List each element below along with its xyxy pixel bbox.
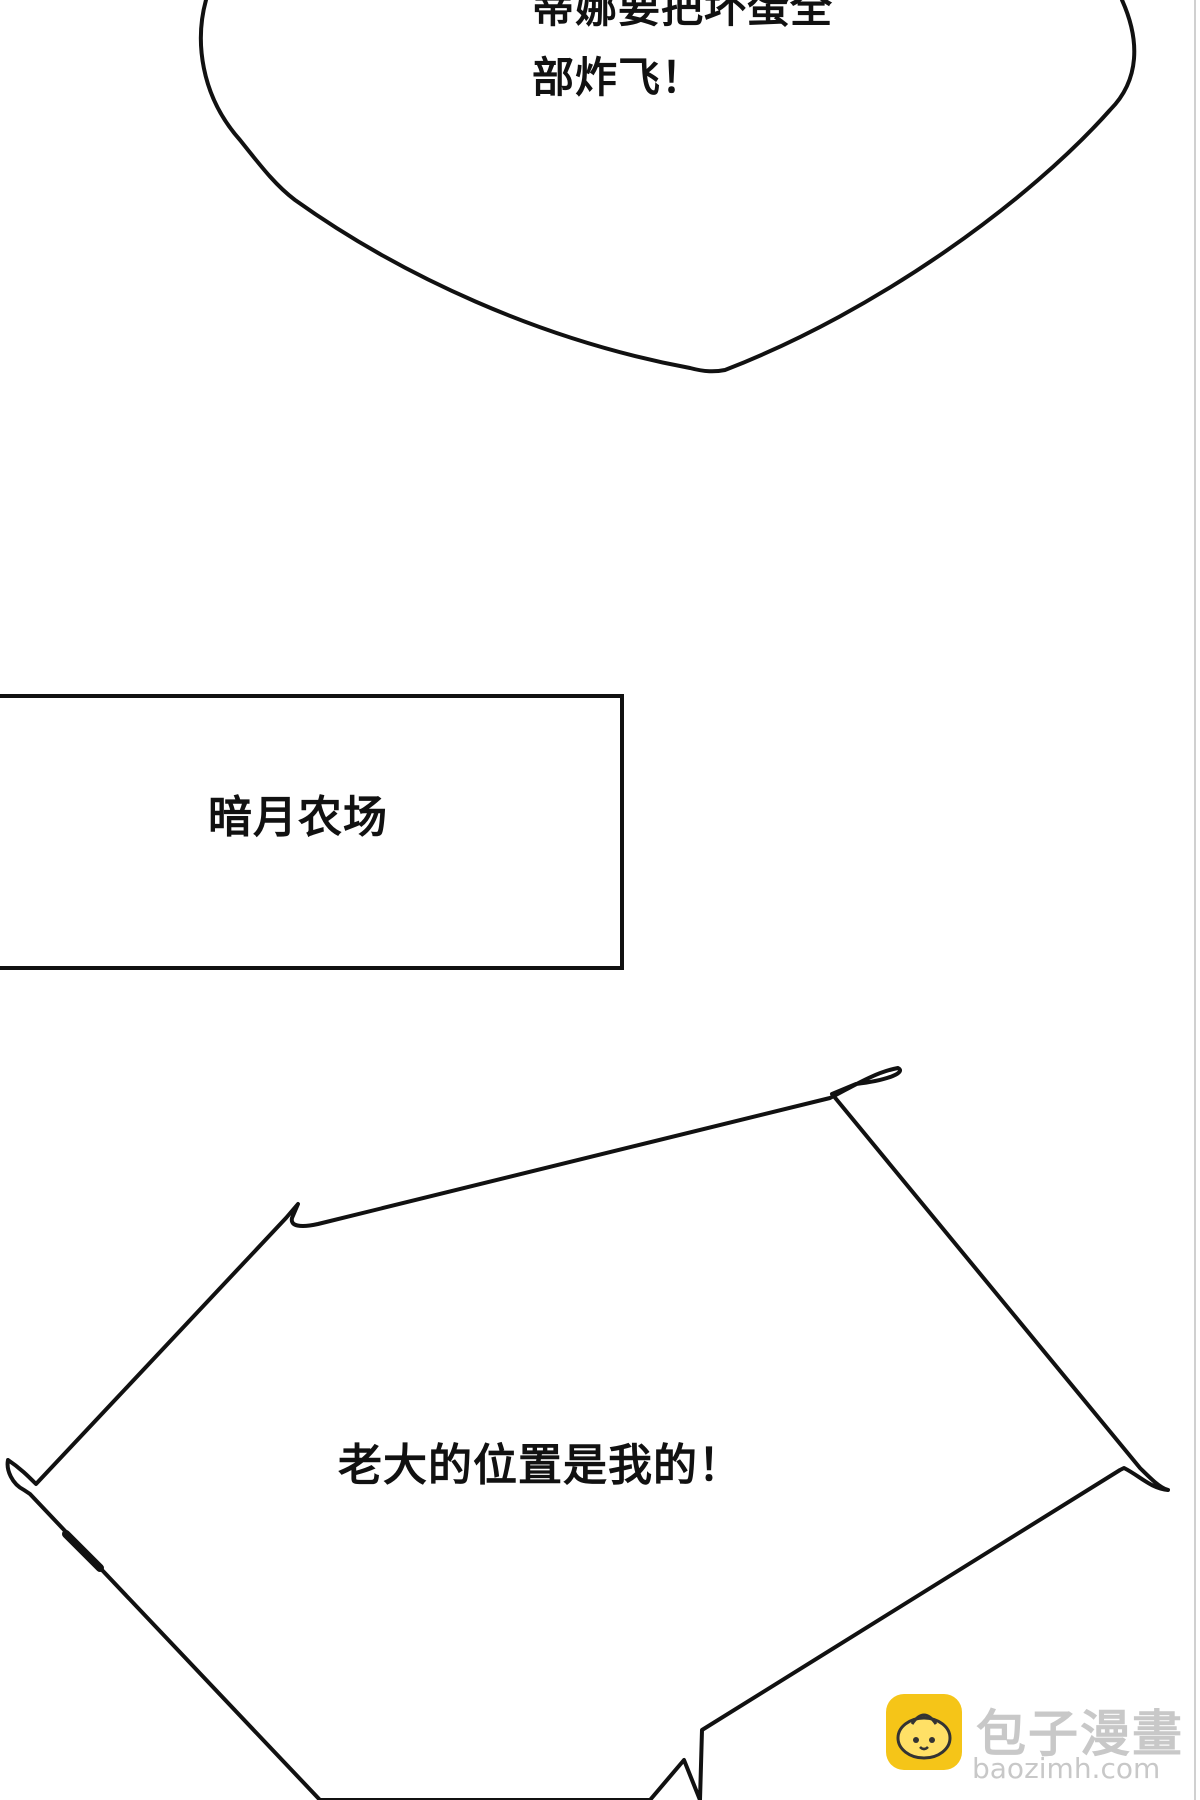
bun-logo-icon (886, 1694, 962, 1770)
caption-text: 暗月农场 (208, 792, 388, 843)
watermark-url: baozimh.com (972, 1752, 1161, 1785)
shout-bubble-mark (62, 1530, 104, 1572)
caption-box-outline (0, 694, 624, 970)
watermark: 包子漫畫 baozimh.com (884, 1690, 1184, 1790)
shout-bubble-outline (5, 1066, 1170, 1800)
speech-line-2: 部炸飞！ (532, 53, 705, 102)
watermark-title: 包子漫畫 (976, 1705, 1184, 1763)
speech-bubble-outline (198, 0, 1137, 374)
speech-line-1: 蒂娜要把坏蛋全 (532, 0, 834, 32)
shout-text: 老大的位置是我的！ (338, 1440, 743, 1491)
page-edge-line (1194, 0, 1196, 1800)
